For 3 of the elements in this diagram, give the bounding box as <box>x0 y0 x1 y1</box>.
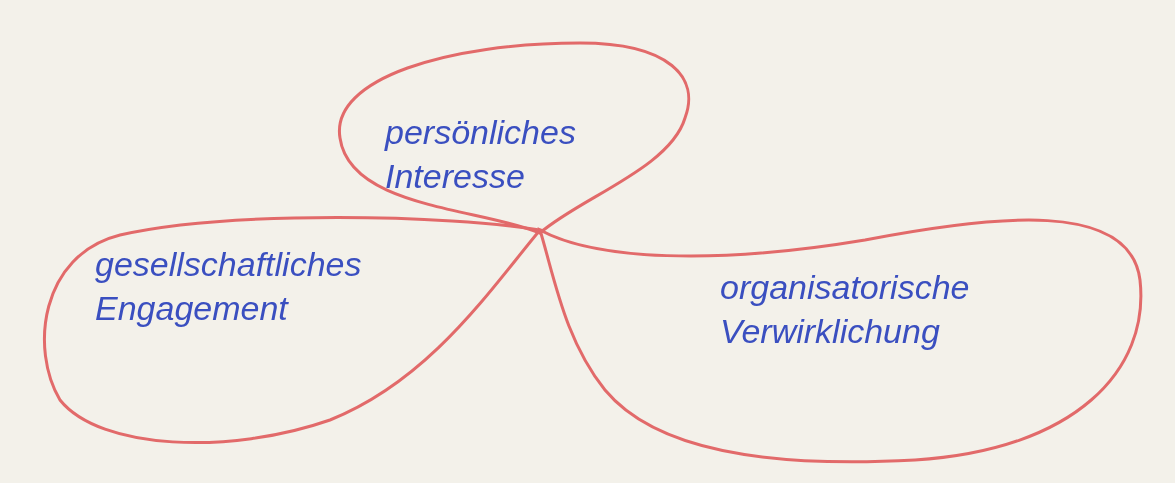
loop-label: gesellschaftliches Engagement <box>95 244 363 329</box>
loop-label: persönliches Interesse <box>385 112 577 197</box>
loop-label: organisatorische Verwirklichung <box>720 267 971 352</box>
